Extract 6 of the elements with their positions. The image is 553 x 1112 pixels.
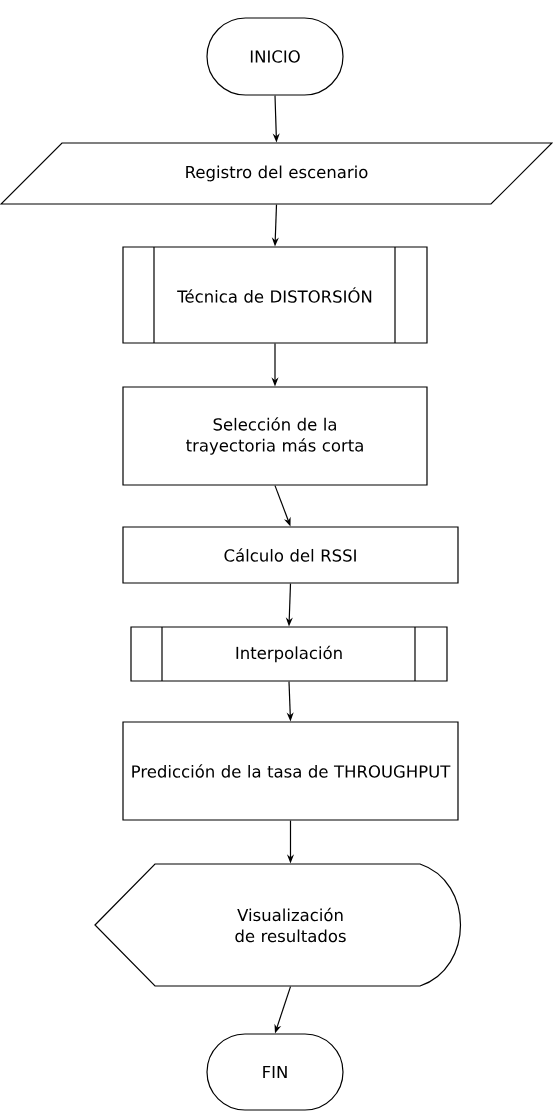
subprocess-box: Técnica de DISTORSIÓN [122,246,428,344]
process-box: Predicción de la tasa de THROUGHPUT [122,721,459,821]
input-parallelogram: Registro del escenario [0,142,553,205]
subprocess-box: Interpolación [130,626,448,682]
process-box: Selección de la trayectoria más corta [122,386,428,486]
process-box: Cálculo del RSSI [122,526,459,584]
